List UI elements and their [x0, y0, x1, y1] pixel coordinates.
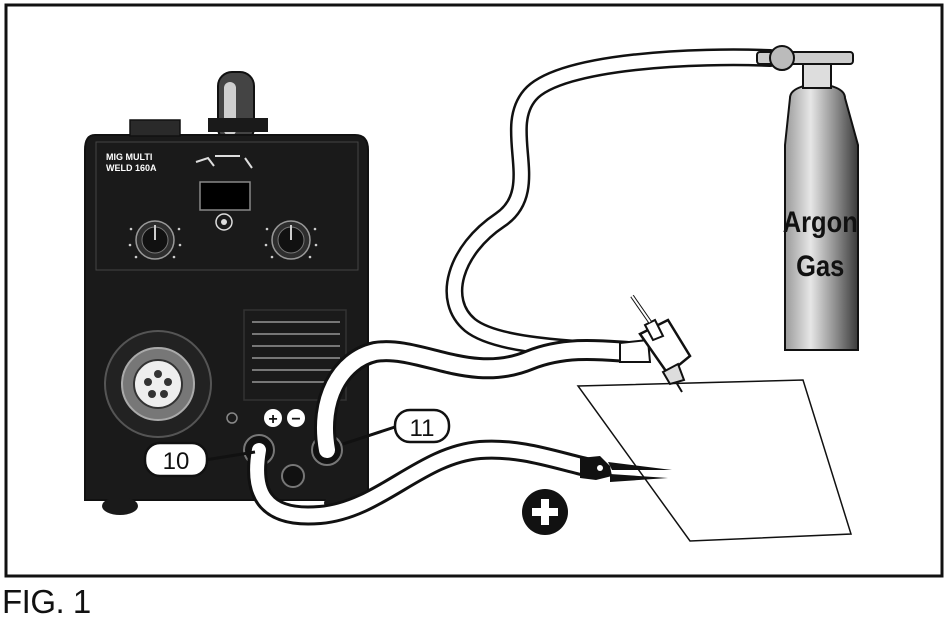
positive-polarity-icon: +	[264, 409, 282, 428]
voltage-knob-icon[interactable]	[135, 220, 175, 260]
callout-10: 10	[143, 441, 256, 478]
workpiece-plate	[576, 379, 853, 542]
digital-display	[199, 181, 251, 211]
welding-torch-icon	[619, 294, 692, 393]
negative-polarity-icon: −	[287, 409, 305, 428]
cylinder-label-line2: Gas	[796, 249, 844, 282]
callout-11: 11	[342, 408, 451, 446]
polarity-plus-label: +	[268, 411, 277, 428]
wire-speed-knob-icon[interactable]	[271, 220, 311, 260]
earth-clamp-icon	[580, 456, 672, 482]
model-line2: WELD 160A	[106, 163, 157, 173]
callout-11-label: 11	[410, 415, 435, 442]
plus-icon	[522, 489, 568, 535]
callout-10-label: 10	[163, 448, 190, 475]
cylinder-label-line1: Argon	[783, 205, 858, 238]
argon-cylinder: Argon Gas	[756, 45, 859, 351]
gas-hose	[445, 48, 779, 361]
torch-cable	[314, 338, 639, 461]
euro-connector	[104, 330, 212, 438]
figure-caption: FIG. 1	[2, 583, 91, 620]
socket-bottom	[281, 464, 305, 488]
model-line1: MIG MULTI	[106, 152, 152, 162]
polarity-minus-label: −	[291, 411, 300, 428]
earth-cable	[247, 439, 600, 526]
